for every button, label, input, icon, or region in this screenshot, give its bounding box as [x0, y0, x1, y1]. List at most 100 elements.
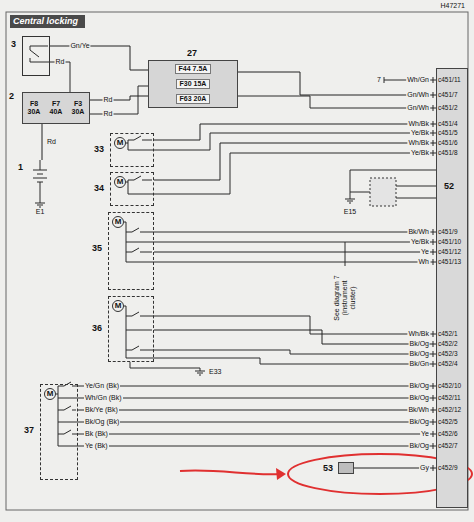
wire: [35, 203, 45, 204]
wire: [433, 431, 434, 437]
pin-name: c452/6: [438, 430, 458, 438]
pin-name: c451/11: [438, 76, 461, 84]
wire: [48, 62, 70, 92]
wire: [76, 434, 436, 435]
wire: [58, 422, 76, 423]
node-body: [23, 37, 49, 75]
diagram-label: Ye/Gn (Bk): [84, 382, 120, 390]
wire: [132, 228, 139, 232]
wire: [40, 182, 41, 188]
node-body: M: [111, 173, 153, 205]
callout-number: 36: [92, 323, 102, 333]
wire: [433, 395, 434, 401]
wire-connector: [154, 252, 436, 253]
fuse-label: F7 40A: [46, 100, 66, 116]
motor-symbol: M: [112, 300, 124, 312]
wire: [40, 160, 41, 170]
pin-name: c452/4: [438, 360, 458, 368]
wire: [152, 316, 436, 334]
wire: [30, 46, 48, 47]
wire: [350, 170, 436, 171]
lock-motor: 35M: [108, 212, 154, 290]
wire: [33, 178, 47, 179]
wire-colour: Bk/Wh: [407, 228, 430, 236]
wire-colour: Bk/Wh: [407, 406, 430, 414]
wire: [142, 140, 152, 141]
wire-group: [30, 46, 436, 471]
node-body: M: [111, 134, 153, 166]
pin-name: c451/12: [438, 248, 461, 256]
wire: [132, 346, 139, 350]
pin-name: c451/6: [438, 139, 458, 147]
pin-name: c451/9: [438, 228, 458, 236]
fuse-box: 27F44 7.5AF30 15AF63 20A: [148, 60, 238, 108]
diagram-label: Rd: [103, 96, 114, 104]
wire-colour: Ye: [420, 430, 430, 438]
wire: [130, 362, 200, 368]
wire-colour: Wh/Bk: [407, 139, 430, 147]
wire-connector: [154, 143, 436, 180]
callout-number: 1: [18, 162, 23, 172]
lock-motor: 33M: [110, 133, 154, 167]
wire: [126, 252, 132, 253]
wire-colour: Wh/Gn: [406, 76, 430, 84]
pin-name: c452/5: [438, 418, 458, 426]
red-arrow: [180, 470, 280, 474]
wire: [72, 410, 76, 411]
wire: [72, 386, 76, 387]
diagram-label: Rd: [46, 138, 57, 146]
wire: [40, 188, 41, 200]
fuse-label: F44 7.5A: [175, 64, 212, 74]
wire: [132, 312, 139, 316]
node-body: M: [109, 213, 153, 289]
wire: [128, 140, 134, 141]
ignition-switch: 3: [22, 36, 50, 76]
wire: [126, 350, 132, 351]
wire-colour: Ye/Bk: [410, 149, 430, 157]
wire: [58, 434, 64, 435]
diagram-label: Ye (Bk): [84, 442, 109, 450]
fuse-box: 2F8 30AF7 40AF3 30A: [22, 92, 90, 124]
pin-name: c451/7: [438, 91, 458, 99]
wire: [58, 446, 76, 447]
wire: [152, 133, 436, 150]
wire: [128, 180, 134, 181]
diagram-label: H47271: [439, 2, 466, 10]
wire: [64, 430, 71, 434]
wire-connector: [42, 124, 43, 160]
pin-name: c451/10: [438, 238, 461, 246]
wire-colour: Gn/Wh: [406, 104, 430, 112]
wire-colour: Ye: [420, 248, 430, 256]
fuse-label: F8 30A: [24, 100, 44, 116]
diagram-label: Rd: [55, 58, 66, 66]
pin-name: c451/4: [438, 120, 458, 128]
pin-name: c451/8: [438, 149, 458, 157]
wire: [140, 252, 152, 253]
callout-number: 34: [94, 183, 104, 193]
motor-symbol: M: [44, 388, 56, 400]
wire: [433, 259, 434, 265]
callout-number: 27: [187, 48, 197, 58]
wire: [58, 386, 64, 387]
wire: [384, 77, 385, 83]
wire: [345, 199, 355, 200]
wire-colour: Bk/Og: [409, 350, 430, 358]
pin-name: c451/5: [438, 129, 458, 137]
wire: [433, 351, 434, 357]
callout-number: 52: [444, 181, 454, 191]
wire: [197, 373, 203, 374]
wire: [76, 398, 436, 399]
diagram-title: Central locking: [10, 15, 85, 28]
diagram-label: See diagram 7 (instrument cluster): [333, 269, 357, 327]
wire: [126, 242, 152, 243]
diagram-frame: [6, 12, 468, 510]
wire-colour: Gn/Wh: [406, 91, 430, 99]
battery: 1: [30, 160, 54, 188]
wire: [126, 262, 152, 263]
wire: [37, 205, 43, 206]
wire: [58, 386, 59, 446]
callout-number: 3: [11, 39, 16, 49]
node-body: [339, 463, 353, 473]
wire: [142, 180, 152, 181]
wire-colour: Bk/Og: [409, 418, 430, 426]
